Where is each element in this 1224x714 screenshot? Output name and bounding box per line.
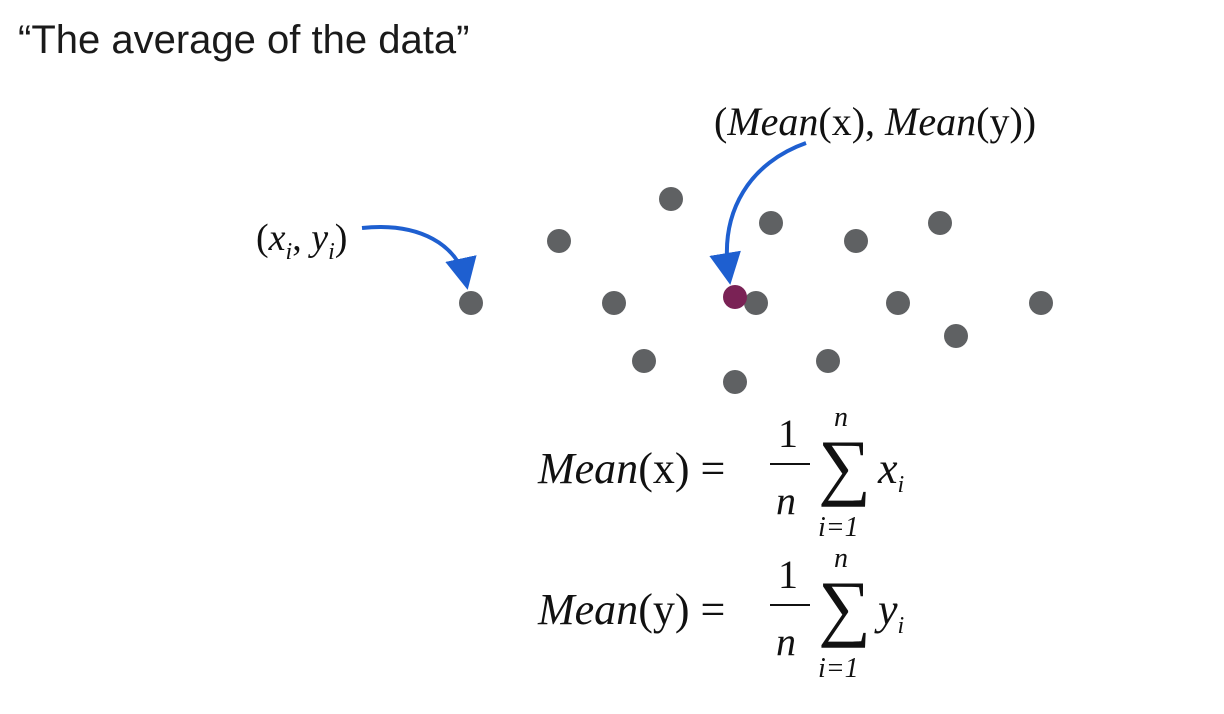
data-point xyxy=(844,229,868,253)
mean-x-sum-lower: i=1 xyxy=(818,512,859,543)
data-point xyxy=(928,211,952,235)
mean-x-sum-upper: n xyxy=(834,402,848,433)
mean-y-lhs: Mean(y) = xyxy=(538,585,726,634)
data-point xyxy=(944,324,968,348)
mean-point xyxy=(723,285,747,309)
data-point xyxy=(816,349,840,373)
mean-label: (Mean(x), Mean(y)) xyxy=(714,99,1037,144)
mean-x-fraction-bar xyxy=(770,463,810,465)
data-point xyxy=(602,291,626,315)
data-points xyxy=(459,187,1053,394)
mean-x-denominator: n xyxy=(776,478,796,523)
point-label: (xi, yi) xyxy=(256,217,348,265)
mean-y-term: yi xyxy=(878,585,905,639)
data-point xyxy=(659,187,683,211)
mean-y-numerator: 1 xyxy=(778,552,798,597)
mean-y-sum-upper: n xyxy=(834,543,848,574)
data-point xyxy=(886,291,910,315)
mean-y-sum-lower: i=1 xyxy=(818,653,859,684)
mean-x-sigma: ∑ xyxy=(818,426,871,508)
mean-y-fraction-bar xyxy=(770,604,810,606)
mean-x-lhs: Mean(x) = xyxy=(538,444,726,493)
data-point xyxy=(547,229,571,253)
data-point xyxy=(744,291,768,315)
mean-arrow xyxy=(709,141,807,285)
slide-title: “The average of the data” xyxy=(18,18,470,62)
point-arrow xyxy=(361,225,477,290)
mean-x-numerator: 1 xyxy=(778,411,798,456)
data-point xyxy=(459,291,483,315)
data-point xyxy=(1029,291,1053,315)
data-point xyxy=(632,349,656,373)
data-point xyxy=(759,211,783,235)
data-point xyxy=(723,370,747,394)
mean-x-term: xi xyxy=(878,444,905,498)
mean-y-denominator: n xyxy=(776,619,796,664)
mean-y-sigma: ∑ xyxy=(818,567,871,649)
